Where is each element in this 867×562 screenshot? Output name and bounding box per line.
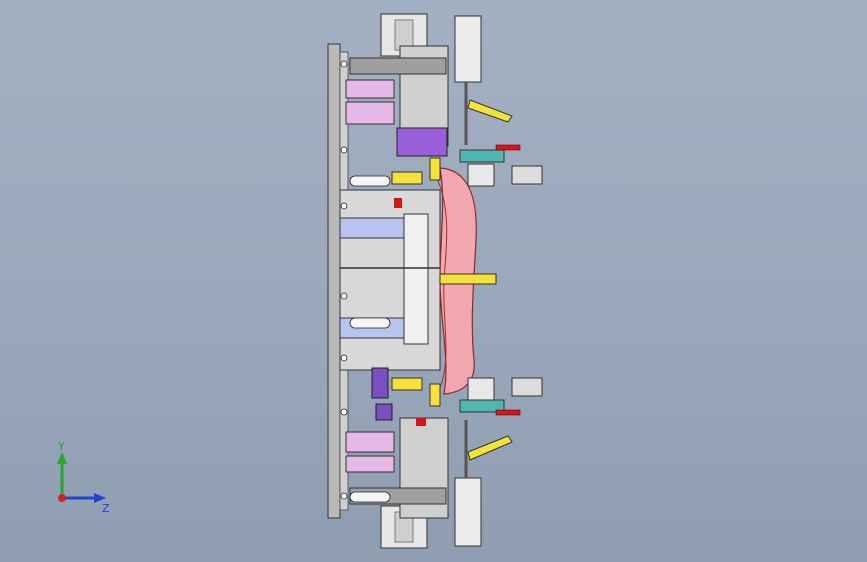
mid-red-marker-a xyxy=(394,198,402,208)
x-axis-origin-icon xyxy=(58,494,66,502)
z-axis-label: Z xyxy=(102,502,110,515)
lower-bracket-b xyxy=(345,455,395,473)
lower-clamp-arm xyxy=(467,435,513,461)
base-plate-bolts xyxy=(340,60,348,500)
upper-bracket-b xyxy=(345,101,395,125)
upper-column-cap xyxy=(349,57,447,75)
lower-red-pin xyxy=(495,409,521,416)
lower-bracket-a xyxy=(345,431,395,453)
lower-locator-block xyxy=(467,377,495,401)
lower-side-cylinder xyxy=(511,377,543,397)
upper-locator-unit xyxy=(459,149,505,163)
upper-bracket-a xyxy=(345,79,395,99)
y-axis-arrow-icon xyxy=(57,452,67,464)
mid-column xyxy=(403,213,429,345)
upper-locator-block xyxy=(467,163,495,187)
upper-clamp-arm xyxy=(467,99,513,123)
screw-cylinders xyxy=(349,175,391,503)
top-cylinder-housing xyxy=(454,15,482,83)
lower-locator-yellow xyxy=(391,377,423,391)
base-plate xyxy=(327,43,341,519)
upper-purple-cylinder xyxy=(396,127,448,157)
upper-red-pin xyxy=(495,144,521,151)
lower-purple-cylinder-b xyxy=(375,403,393,421)
mid-slide-upper xyxy=(339,217,407,239)
y-axis-label: Y xyxy=(57,440,65,453)
upper-side-cylinder xyxy=(511,165,543,185)
upper-locator-yellow xyxy=(391,171,423,185)
bottom-cylinder-housing xyxy=(454,477,482,547)
lower-pin-yellow xyxy=(429,383,441,407)
mid-red-marker-b xyxy=(416,418,426,426)
lower-purple-cylinder-a xyxy=(371,367,389,399)
upper-pin-yellow xyxy=(429,157,441,181)
z-axis-arrow-icon xyxy=(94,493,106,503)
mid-clamp xyxy=(439,273,497,285)
coordinate-triad: Y Z xyxy=(57,440,110,515)
